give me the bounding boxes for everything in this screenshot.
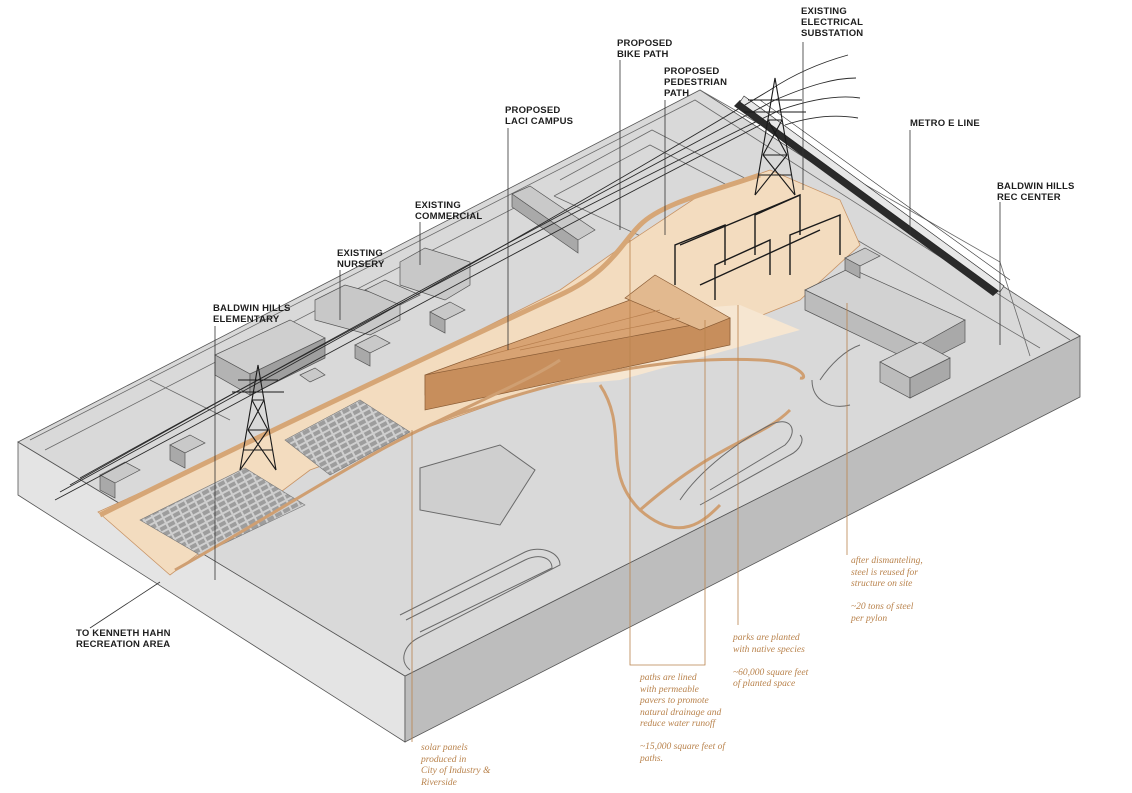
pylon-north	[744, 77, 806, 196]
label-kenneth-hahn: TO KENNETH HAHN RECREATION AREA	[76, 628, 171, 650]
solar-fields	[139, 399, 411, 556]
site-loops	[399, 344, 861, 671]
laci-campus	[424, 274, 731, 411]
label-pedestrian-path: PROPOSED PEDESTRIAN PATH	[664, 66, 728, 99]
leader-lines	[89, 42, 1001, 742]
label-laci-campus: PROPOSED LACI CAMPUS	[505, 105, 574, 127]
building-substation-block	[844, 247, 881, 279]
note-steel-reuse: after dismanteling, steel is reused for …	[851, 556, 923, 624]
label-nursery: EXISTING NURSERY	[337, 248, 385, 270]
pylons	[232, 77, 841, 471]
note-solar-panels: solar panels produced in City of Industr…	[421, 743, 491, 788]
label-commercial: EXISTING COMMERCIAL	[415, 200, 483, 222]
building-rec-center	[804, 267, 966, 399]
substation-gantries	[674, 193, 841, 300]
metro-rail	[734, 95, 1011, 296]
label-elementary: BALDWIN HILLS ELEMENTARY	[213, 303, 291, 325]
transmission-lines	[54, 54, 861, 501]
note-paths: paths are lined with permeable pavers to…	[640, 673, 725, 764]
label-substation: EXISTING ELECTRICAL SUBSTATION	[801, 6, 864, 39]
label-bike-path: PROPOSED BIKE PATH	[617, 38, 673, 60]
label-rec-center: BALDWIN HILLS REC CENTER	[997, 181, 1075, 203]
pathways	[174, 357, 806, 572]
ground-slab	[17, 89, 1081, 743]
note-parks: parks are planted with native species ~6…	[733, 633, 809, 689]
pylon-elementary	[232, 364, 284, 471]
label-metro-line: METRO E LINE	[910, 118, 980, 129]
